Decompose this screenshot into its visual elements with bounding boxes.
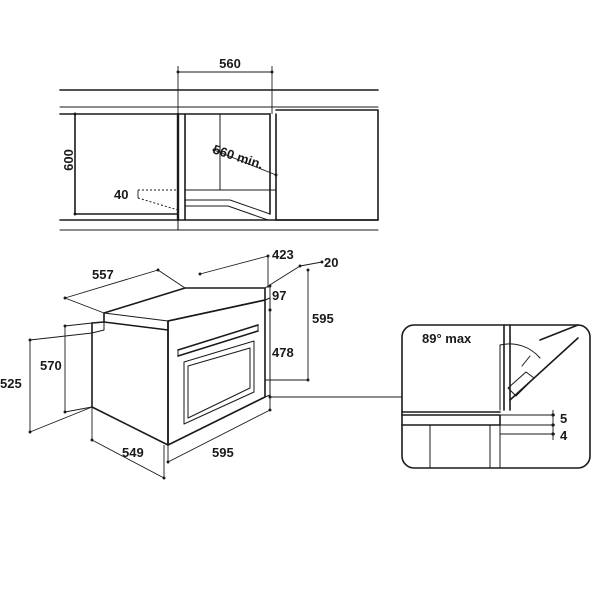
vent-label: 40 [114, 187, 128, 202]
cabinet-depth-label: 560 min. [211, 142, 265, 172]
front-width-label: 595 [212, 445, 234, 460]
gap-bottom-label: 4 [560, 428, 568, 443]
door-gap-label: 20 [324, 255, 338, 270]
cabinet-view: 560 600 560 min. 40 [59, 56, 379, 231]
cabinet-height-label: 600 [61, 149, 76, 171]
total-height-label: 595 [312, 311, 334, 326]
cabinet-width-label: 560 [219, 56, 241, 71]
gap-top-label: 5 [560, 411, 567, 426]
door-angle-label: 89° max [422, 331, 472, 346]
body-depth-label: 423 [272, 247, 294, 262]
body-height-label: 570 [40, 358, 62, 373]
panel-height-label: 97 [272, 288, 286, 303]
overall-depth-label: 557 [92, 267, 114, 282]
body-width-label: 549 [122, 445, 144, 460]
hinge-detail-inset: 89° max 5 4 [401, 324, 591, 469]
door-height-label: 478 [272, 345, 294, 360]
oven-view: 557 423 20 97 595 478 570 525 549 [0, 247, 403, 480]
cutout-height-label: 525 [0, 376, 22, 391]
